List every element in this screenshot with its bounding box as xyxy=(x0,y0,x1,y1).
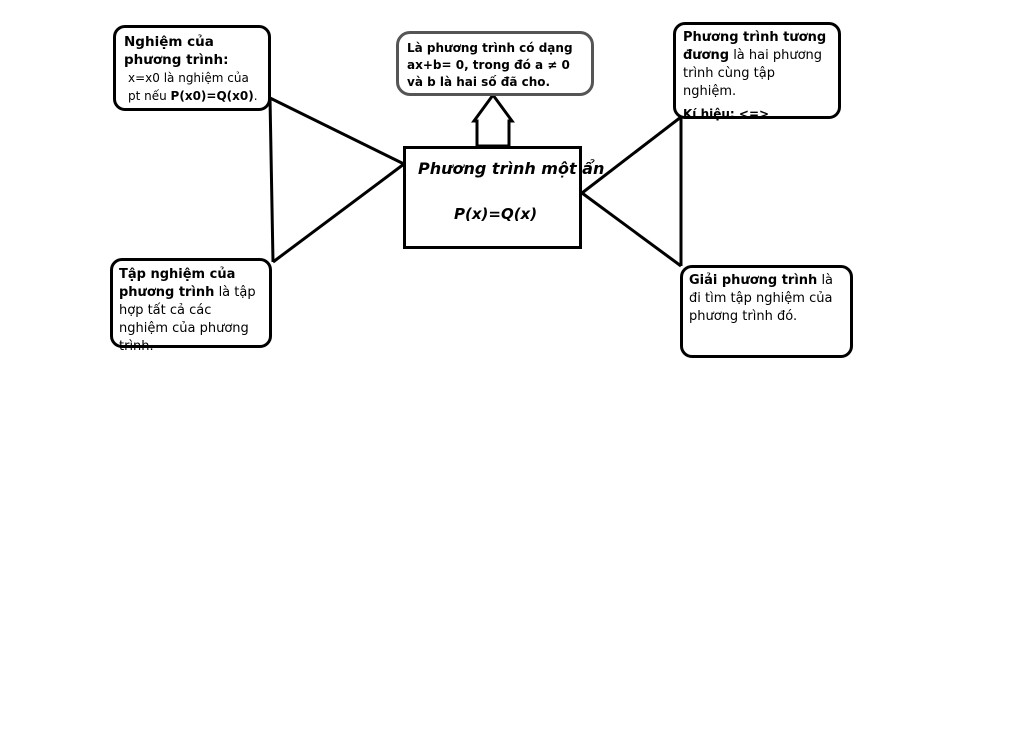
node-linear-equation-definition: Là phương trình có dạng ax+b= 0, trong đ… xyxy=(396,31,594,96)
solving-term: Giải phương trình xyxy=(689,273,818,288)
root-heading: Nghiệm của phương trình: xyxy=(124,34,229,68)
center-formula: P(x)=Q(x) xyxy=(454,205,538,223)
equivalent-notation: Kí hiệu: <=> xyxy=(683,107,770,121)
solution-set-term: Tập nghiệm của phương trình xyxy=(119,267,236,300)
connector-right-upper xyxy=(581,115,682,195)
node-solving-equation: Giải phương trình là đi tìm tập nghiệm c… xyxy=(680,265,853,358)
equivalent-definition: là hai phương trình cùng tập nghiệm. xyxy=(683,48,823,99)
up-arrow-icon xyxy=(471,92,515,148)
connector-right-lower xyxy=(581,191,682,268)
node-equation-one-unknown: Phương trình một ẩn P(x)=Q(x) xyxy=(403,146,604,249)
center-title: Phương trình một ẩn xyxy=(418,159,605,178)
root-condition: P(x0)=Q(x0) xyxy=(170,89,254,103)
connector-left-vertical xyxy=(268,97,275,263)
solving-definition: là đi tìm tập nghiệm của phương trình đó… xyxy=(689,273,834,324)
node-equivalent-equations: Phương trình tương đương là hai phương t… xyxy=(673,22,841,121)
equivalent-term: Phương trình tương đương xyxy=(683,30,827,63)
connector-left-lower xyxy=(272,162,405,264)
node-solution-set: Tập nghiệm của phương trình là tập hợp t… xyxy=(110,258,272,354)
connector-left-upper xyxy=(269,96,405,166)
root-text-prefix: x=x0 là nghiệm của pt nếu xyxy=(128,71,249,103)
solution-set-definition: là tập hợp tất cả các nghiệm của phương … xyxy=(119,285,256,354)
node-root-of-equation: Nghiệm của phương trình: x=x0 là nghiệm … xyxy=(113,25,271,111)
root-text-suffix: . xyxy=(253,89,258,103)
linear-equation-text: Là phương trình có dạng ax+b= 0, trong đ… xyxy=(407,41,573,89)
